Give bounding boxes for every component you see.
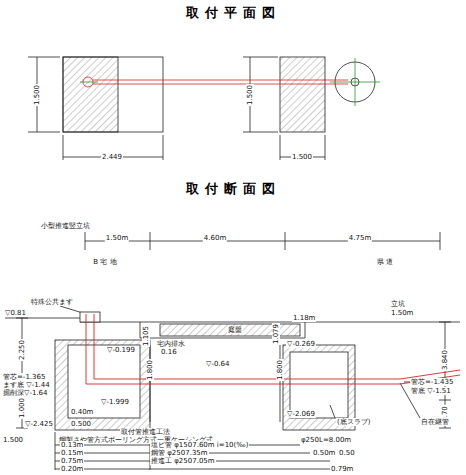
drawing-label: (底スラブ)	[336, 418, 371, 426]
drawing-label: φ250L=8.00m	[300, 436, 352, 444]
drawing-label: 塩ビ管 φ1507.60m i=10(‰)	[150, 441, 249, 449]
drawing-label: 0.50m	[312, 449, 336, 457]
vertical-dimension: 1.500	[246, 84, 254, 106]
drawing-label: 取付管推進工法	[120, 428, 171, 436]
drawing-label: 2.449	[101, 153, 123, 161]
drawing-label: 自在継管	[420, 418, 450, 426]
drawing-label: B 宅 地	[92, 258, 117, 266]
vertical-dimension: 1.500	[33, 84, 41, 106]
drawing-label: ▽-2.069	[286, 410, 316, 418]
drawing-label: 特殊公共ます	[30, 298, 74, 306]
drawing-label: 宅内排水	[156, 340, 186, 348]
drawing-label: 0.15m	[60, 449, 84, 457]
drawing-label: 1.500	[2, 436, 24, 444]
drawing-label: 0.50	[338, 449, 356, 457]
drawing-label: 管底 ▽-1.51	[410, 387, 452, 395]
drawing-label: ▽0.81	[4, 309, 27, 317]
drawing-label: 小型推進竪立坑	[40, 222, 91, 230]
drawing-label: 庭盤	[227, 326, 243, 334]
vertical-dimension: 1.800	[276, 359, 284, 381]
drawing-label: 1.500	[291, 153, 313, 161]
drawing-label: 0.16	[160, 348, 178, 356]
drawing-label: ▽-0.64	[205, 360, 231, 368]
drawing-label: ▽-2.425	[24, 420, 54, 428]
drawing-label: 掘削深▽-1.64	[2, 389, 49, 397]
drawing-label: ます底 ▽-1.44	[2, 381, 51, 389]
drawing-label: 鋼管 φ2507.35m	[150, 449, 209, 457]
drawing-label: 0.75m	[60, 457, 84, 465]
vertical-dimension: 1.800	[146, 359, 154, 381]
drawing-label: ▽-1.999	[100, 398, 130, 406]
drawing-label: 0.79m	[330, 465, 354, 473]
drawing-label: 管芯=-1.365	[2, 373, 46, 381]
vertical-dimension: 1.000	[18, 397, 26, 419]
vertical-dimension: 1.105	[142, 325, 150, 347]
vertical-dimension: 3.840	[441, 349, 449, 371]
drawing-label: ▽-0.269	[286, 340, 316, 348]
drawing-label: 推進工 φ2507.05m	[150, 457, 216, 465]
vertical-dimension: 2.250	[18, 339, 26, 361]
drawing-label: 1.50m	[105, 234, 129, 242]
drawing-label: 4.60m	[203, 234, 227, 242]
view-title: 取付平面図	[186, 4, 281, 22]
section-view	[5, 232, 460, 470]
vertical-dimension: 1.079	[272, 323, 280, 345]
drawing-label: 0.500	[70, 420, 92, 428]
pipe	[86, 314, 460, 384]
drawing-label: 0.13m	[60, 441, 84, 449]
view-title: 取付断面図	[186, 180, 281, 198]
drawing-label: 県 道	[376, 258, 394, 266]
drawing-label: 1.18m	[292, 314, 316, 322]
drawing-label: ▽-0.199	[106, 346, 136, 354]
drawing-label: 1.50m	[390, 309, 414, 317]
plan-view	[28, 57, 380, 160]
drawing-label: 0.20m	[60, 465, 84, 473]
drawing-label: 4.75m	[348, 234, 372, 242]
drawing-label: 管芯=-1.435	[410, 378, 454, 386]
drawing-label: 立坑	[390, 300, 406, 308]
drawing-label: 0.40m	[70, 408, 94, 416]
